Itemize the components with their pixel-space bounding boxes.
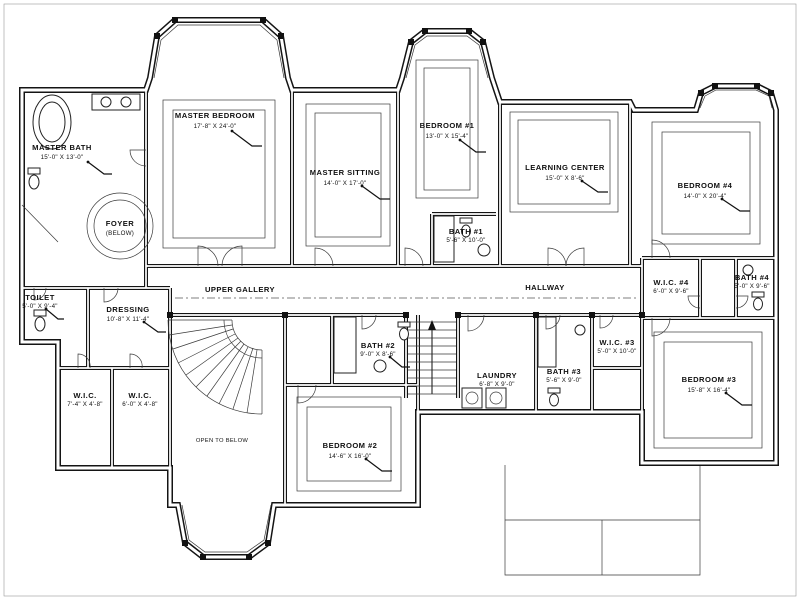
dims-bedroom-1: 13'-0" X 15'-4": [426, 133, 469, 140]
label-master-sitting: MASTER SITTING: [310, 168, 380, 177]
toilet-icon: [28, 174, 40, 190]
sink-icon: [100, 96, 112, 108]
dims-bedroom-2: 14'-6" X 16'-0": [329, 453, 372, 460]
label-toilet: TOILET: [25, 293, 55, 302]
toilet-tank: [27, 167, 41, 175]
sink-icon: [477, 243, 491, 257]
vanity-fixture: [91, 93, 141, 111]
sink-icon: [742, 264, 754, 276]
dims-bath-1: 5'-6" X 10'-0": [446, 237, 485, 244]
interior-walls: [22, 90, 776, 505]
dims-foyer: (BELOW): [106, 230, 134, 237]
label-wic-3: W.I.C. #3: [599, 338, 634, 347]
foyer-overlook: [86, 192, 154, 260]
toilet-icon: [461, 224, 471, 238]
curved-staircase: [167, 319, 263, 415]
door-arcs: [33, 149, 749, 404]
dims-learning-center: 15'-0" X 8'-6": [545, 175, 584, 182]
label-bath-2: BATH #2: [361, 341, 395, 350]
label-bedroom-3: BEDROOM #3: [682, 375, 737, 384]
stair-direction-arrow: [428, 320, 436, 330]
terrace-outline: [504, 465, 701, 576]
label-master-bath: MASTER BATH: [32, 143, 92, 152]
dryer-drum: [489, 391, 503, 405]
dims-master-bath: 15'-0" X 13'-0": [41, 154, 84, 161]
leader-arrows: [44, 129, 752, 472]
sheet-border: [3, 3, 797, 597]
dims-wic-b: 6'-0" X 4'-8": [122, 401, 157, 408]
label-upper-gallery: UPPER GALLERY: [205, 285, 275, 294]
label-bedroom-4: BEDROOM #4: [678, 181, 733, 190]
label-bath-1: BATH #1: [449, 227, 484, 236]
label-bath-3: BATH #3: [547, 367, 581, 376]
fixtures: [21, 93, 765, 409]
washer-icon: [461, 387, 483, 409]
toilet-icon: [753, 297, 763, 311]
sink-icon: [120, 96, 132, 108]
toilet-tank: [547, 387, 561, 394]
bathtub-fixture: [537, 316, 557, 368]
shower-fixture: [433, 215, 455, 263]
dims-bath-4: 5'-0" X 9'-6": [734, 283, 769, 290]
dims-bedroom-3: 15'-8" X 16'-4": [688, 387, 731, 394]
dims-bedroom-4: 14'-0" X 20'-4": [684, 193, 727, 200]
dims-wic-4: 6'-0" X 9'-6": [653, 288, 688, 295]
label-laundry: LAUNDRY: [477, 371, 517, 380]
toilet-tank: [459, 217, 473, 224]
bathtub-fixture: [333, 316, 357, 374]
dryer-icon: [485, 387, 507, 409]
label-bath-4: BATH #4: [735, 273, 770, 282]
dims-master-bedroom: 17'-8" X 24'-0": [194, 123, 237, 130]
sink-icon: [574, 324, 586, 336]
dims-bath-2: 9'-0" X 8'-6": [360, 351, 395, 358]
label-bedroom-2: BEDROOM #2: [323, 441, 378, 450]
toilet-tank: [33, 309, 47, 317]
dims-toilet: 5'-0" X 9'-4": [22, 303, 57, 310]
sink-icon: [373, 359, 387, 373]
label-dressing: DRESSING: [106, 305, 149, 314]
dims-master-sitting: 14'-0" X 17'-0": [324, 180, 367, 187]
tray-ceiling-lines: [162, 59, 763, 492]
dims-wic-a: 7'-4" X 4'-8": [67, 401, 102, 408]
dims-laundry: 6'-8" X 9'-0": [479, 381, 514, 388]
dims-wic-3: 5'-0" X 10'-0": [597, 348, 636, 355]
column-posts: [154, 17, 774, 560]
label-wic-4: W.I.C. #4: [653, 278, 689, 287]
main-staircase: [408, 320, 456, 395]
label-hallway: HALLWAY: [525, 283, 565, 292]
bathtub-inner: [38, 101, 66, 143]
dims-dressing: 10'-8" X 11'-4": [107, 316, 149, 323]
label-wic-a: W.I.C.: [73, 391, 96, 400]
toilet-tank: [397, 321, 411, 328]
room-labels: MASTER BATH 15'-0" X 13'-0" MASTER BEDRO…: [22, 111, 769, 460]
toilet-icon: [34, 316, 46, 332]
washer-drum: [465, 391, 479, 405]
label-open-to-below: OPEN TO BELOW: [196, 438, 249, 444]
dims-bath-3: 5'-6" X 9'-0": [546, 377, 581, 384]
label-bedroom-1: BEDROOM #1: [420, 121, 475, 130]
toilet-icon: [399, 327, 409, 341]
label-learning-center: LEARNING CENTER: [525, 163, 605, 172]
toilet-icon: [549, 393, 559, 407]
label-wic-b: W.I.C.: [128, 391, 151, 400]
label-master-bedroom: MASTER BEDROOM: [175, 111, 255, 120]
label-foyer: FOYER: [106, 219, 134, 228]
bay-window-lines: [153, 24, 773, 553]
shower-corner-line: [21, 204, 59, 243]
toilet-tank: [751, 291, 765, 298]
